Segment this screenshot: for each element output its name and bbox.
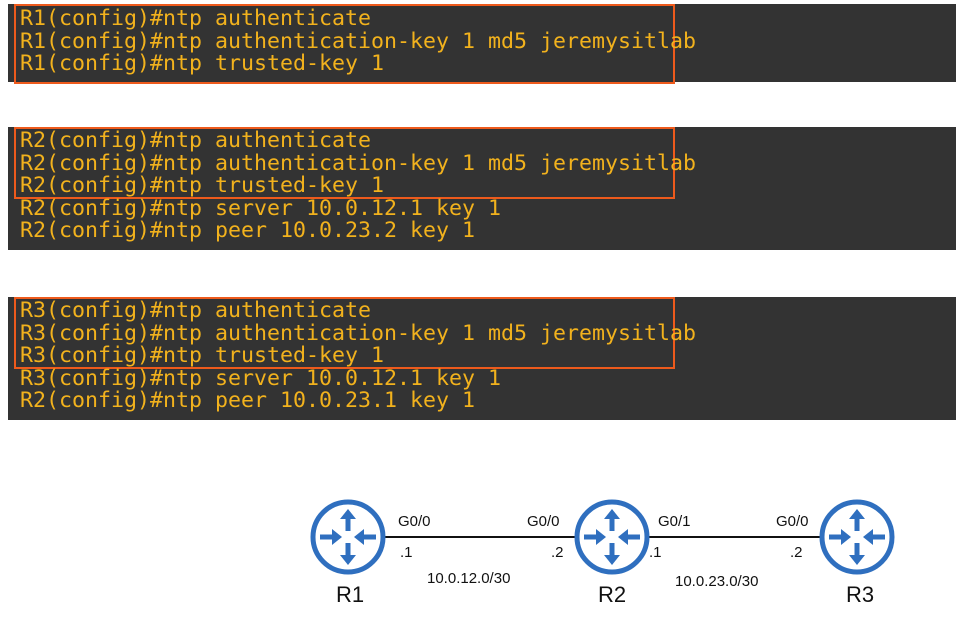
router-icon: [577, 502, 647, 572]
terminal-r2: R2(config)#ntp authenticate R2(config)#n…: [8, 127, 956, 250]
ip-label: .2: [551, 544, 564, 561]
cli-line: R2(config)#ntp peer 10.0.23.1 key 1: [20, 388, 476, 413]
interface-label: G0/0: [398, 513, 431, 530]
cli-line: R1(config)#ntp authenticate: [20, 6, 372, 31]
cli-line: R3(config)#ntp authenticate: [20, 298, 372, 323]
highlight-box: [14, 127, 675, 199]
interface-label: G0/0: [776, 513, 809, 530]
cli-line: R2(config)#ntp server 10.0.12.1 key 1: [20, 195, 502, 221]
terminal-r1: R1(config)#ntp authenticate R1(config)#n…: [8, 4, 956, 84]
router-label: R2: [598, 582, 626, 607]
subnet-label: 10.0.12.0/30: [427, 570, 510, 587]
highlight-box: [14, 4, 675, 84]
router-icon: [822, 502, 892, 572]
terminal-r3: R3(config)#ntp authenticate R3(config)#n…: [8, 297, 956, 420]
router-label: R1: [336, 582, 364, 607]
cli-line: R1(config)#ntp trusted-key 1: [20, 51, 385, 76]
cli-line: R2(config)#ntp authenticate: [20, 128, 372, 153]
cli-line: R3(config)#ntp server 10.0.12.1 key 1: [20, 365, 502, 391]
ip-label: .2: [790, 544, 803, 561]
interface-label: G0/1: [658, 513, 691, 530]
cli-line: R3(config)#ntp authentication-key 1 md5 …: [20, 320, 697, 346]
highlight-box: [14, 297, 675, 369]
subnet-label: 10.0.23.0/30: [675, 573, 758, 590]
cli-line: R2(config)#ntp peer 10.0.23.2 key 1: [20, 218, 476, 243]
cli-line: R3(config)#ntp trusted-key 1: [20, 343, 385, 368]
cli-line: R2(config)#ntp trusted-key 1: [20, 173, 385, 198]
router-label: R3: [846, 582, 874, 607]
ip-label: .1: [400, 544, 413, 561]
interface-label: G0/0: [527, 513, 560, 530]
ip-label: .1: [649, 544, 662, 561]
cli-line: R2(config)#ntp authentication-key 1 md5 …: [20, 150, 697, 176]
cli-line: R1(config)#ntp authentication-key 1 md5 …: [20, 28, 697, 54]
router-icon: [313, 502, 383, 572]
